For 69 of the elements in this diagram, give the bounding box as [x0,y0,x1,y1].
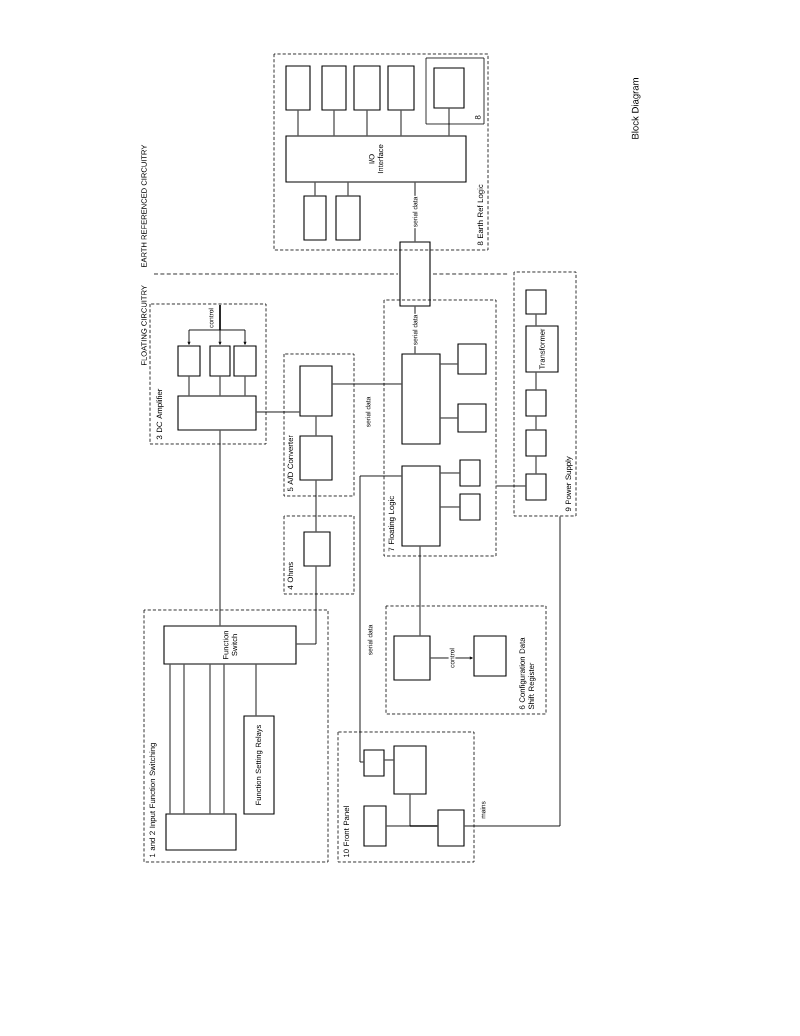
connector-line [440,506,460,508]
connector-line [315,416,317,436]
block-box [459,459,481,487]
block-box [177,345,201,377]
block-box [525,429,547,457]
block-box [437,809,465,847]
block-box [233,345,257,377]
connector-line [440,472,460,474]
block-box [299,365,333,417]
connector-line [384,759,394,761]
connector-line [255,664,257,716]
connector-line [333,110,335,136]
connector-line [440,363,458,365]
connector-line [314,182,316,196]
arrow [430,656,473,660]
block-box [353,65,381,111]
block-box [433,67,465,109]
block-box [209,345,231,377]
block-box [303,531,331,567]
connector-line [183,664,185,814]
connector-line [535,456,537,474]
connector-line [219,376,221,396]
block-box [321,65,347,111]
connector-line [209,664,211,814]
block-box [473,635,507,677]
block-box [299,435,333,481]
block-box [387,65,415,111]
connector-line [347,182,349,196]
connector-line [464,515,561,827]
connector-line [400,110,402,136]
block-box [457,403,487,433]
block-box [177,395,257,431]
connector-line [535,314,537,326]
connector-line [256,411,300,413]
connector-line [359,475,402,763]
block-box [363,749,385,777]
connector-line [219,430,221,626]
block-box [165,813,237,851]
block-box [525,389,547,417]
connector-line [332,383,402,385]
block-box [303,195,327,241]
block-box [401,465,441,547]
connector-line [296,566,317,645]
connector-line [297,110,299,136]
block-box [335,195,361,241]
connector-line [223,664,225,814]
block-box [393,745,427,795]
block-box [399,241,431,307]
block-box [525,473,547,501]
connector-line [188,376,190,396]
block-box [459,493,481,521]
block-box [285,65,311,111]
connector-line [315,480,317,532]
connector-line [448,108,450,136]
connector-line [409,794,438,827]
connector-line [419,546,421,636]
connector-line [535,372,537,390]
connector-line [366,110,368,136]
connector-line [244,376,246,396]
block-box [457,343,487,375]
arrow [219,304,247,345]
connector-line [440,417,458,419]
block-box [363,805,387,847]
connector-line [495,485,526,487]
block-box [525,289,547,315]
block-box [401,353,441,445]
block-box [393,635,431,681]
connector-line [535,416,537,430]
connector-line [169,664,171,814]
